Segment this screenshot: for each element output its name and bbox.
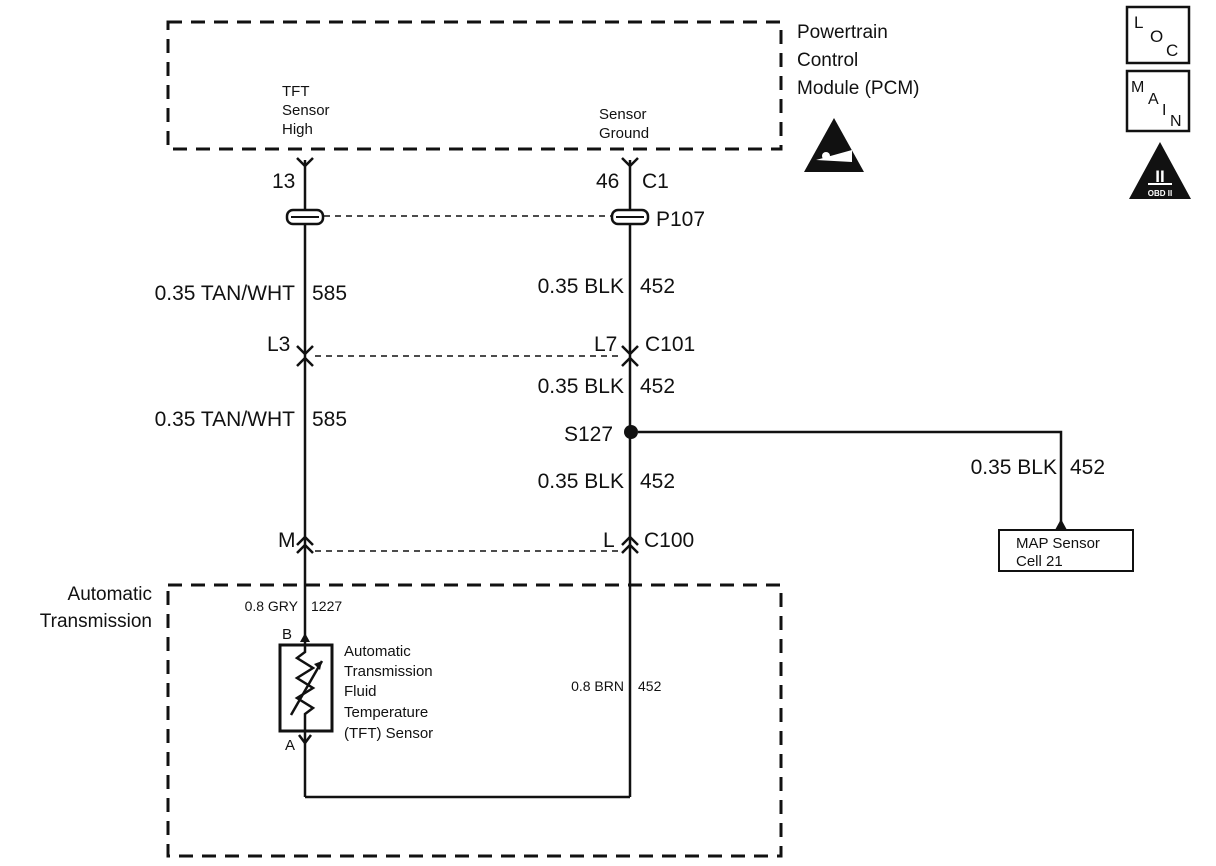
map-sensor-label: MAP Sensor — [1016, 535, 1100, 552]
pcm-title-1: Powertrain — [797, 22, 888, 43]
wire-right-mid-circuit: 452 — [640, 375, 675, 398]
wire-trans-left-circuit: 1227 — [311, 598, 342, 614]
map-sensor-box — [998, 529, 1134, 572]
pcm-pin-46: 46 — [596, 170, 619, 193]
obd-ii-icon[interactable]: II OBD II — [1129, 142, 1191, 199]
sensor-pin-a: A — [285, 737, 295, 754]
p107-connector-left — [285, 208, 325, 226]
wire-right-lower-circuit: 452 — [640, 470, 675, 493]
sensor-label-4: Temperature — [344, 704, 428, 721]
c101-pin-l7: L7 — [594, 333, 617, 356]
transmission-title-1: Automatic — [68, 584, 152, 605]
connector-c100: C100 — [644, 529, 694, 552]
wire-trans-right-circuit: 452 — [638, 678, 662, 694]
pcm-title-3: Module (PCM) — [797, 78, 919, 99]
wire-right-mid-gauge: 0.35 BLK — [538, 375, 624, 398]
connector-p107: P107 — [656, 208, 705, 231]
svg-text:N: N — [1170, 113, 1182, 130]
sensor-label-3: Fluid — [344, 683, 377, 700]
transmission-box — [166, 583, 783, 858]
transmission-title-2: Transmission — [40, 611, 152, 632]
splice-s127-dot — [624, 425, 638, 439]
svg-text:I: I — [1162, 102, 1166, 119]
pcm-pin-left-label-1: TFT — [282, 83, 310, 100]
pcm-pin-right-label-1: Sensor — [599, 106, 647, 123]
wire-trans-right-gauge: 0.8 BRN — [571, 678, 624, 694]
pcm-connector-c1: C1 — [642, 170, 669, 193]
c100-pin-m: M — [278, 529, 296, 552]
map-sensor-cell: Cell 21 — [1016, 553, 1063, 570]
c100-pin-l: L — [603, 529, 615, 552]
svg-text:C: C — [1166, 41, 1178, 60]
pcm-box — [166, 20, 783, 151]
svg-text:A: A — [1148, 91, 1159, 108]
pcm-pin-right-label-2: Ground — [599, 125, 649, 142]
svg-text:O: O — [1150, 27, 1163, 46]
sensor-label-2: Transmission — [344, 663, 433, 680]
wire-trans-left-gauge: 0.8 GRY — [245, 598, 299, 614]
wire-left-upper-circuit: 585 — [312, 282, 347, 305]
wire-map-branch-gauge: 0.35 BLK — [971, 456, 1057, 479]
map-branch-arrow-icon — [1055, 519, 1067, 530]
wire-map-branch-circuit: 452 — [1070, 456, 1105, 479]
wire-left-lower-circuit: 585 — [312, 408, 347, 431]
loc-icon[interactable]: L O C — [1125, 5, 1191, 65]
wire-left-upper-gauge: 0.35 TAN/WHT — [155, 282, 296, 305]
sensor-pin-b-arrow-icon — [300, 633, 310, 642]
sensor-pin-b: B — [282, 626, 292, 643]
c101-pin-l3: L3 — [267, 333, 290, 356]
svg-text:L: L — [1134, 13, 1143, 32]
esd-warning-icon — [804, 118, 864, 172]
splice-s127: S127 — [564, 423, 613, 446]
svg-text:II: II — [1155, 167, 1164, 186]
thermistor-icon — [289, 645, 324, 731]
pcm-pin-13: 13 — [272, 170, 295, 193]
svg-text:OBD II: OBD II — [1148, 189, 1172, 198]
sensor-label-1: Automatic — [344, 643, 411, 660]
sensor-label-5: (TFT) Sensor — [344, 725, 433, 742]
wire-left-lower-gauge: 0.35 TAN/WHT — [155, 408, 296, 431]
wire-right-upper-circuit: 452 — [640, 275, 675, 298]
wire-right-upper-gauge: 0.35 BLK — [538, 275, 624, 298]
pcm-pin-left-label-3: High — [282, 121, 313, 138]
wire-right-lower-gauge: 0.35 BLK — [538, 470, 624, 493]
svg-text:M: M — [1131, 79, 1144, 96]
pcm-title-2: Control — [797, 50, 858, 71]
main-icon[interactable]: M A I N — [1125, 69, 1191, 133]
connector-c101: C101 — [645, 333, 695, 356]
pcm-pin-left-label-2: Sensor — [282, 102, 330, 119]
p107-connector-right — [610, 208, 650, 226]
